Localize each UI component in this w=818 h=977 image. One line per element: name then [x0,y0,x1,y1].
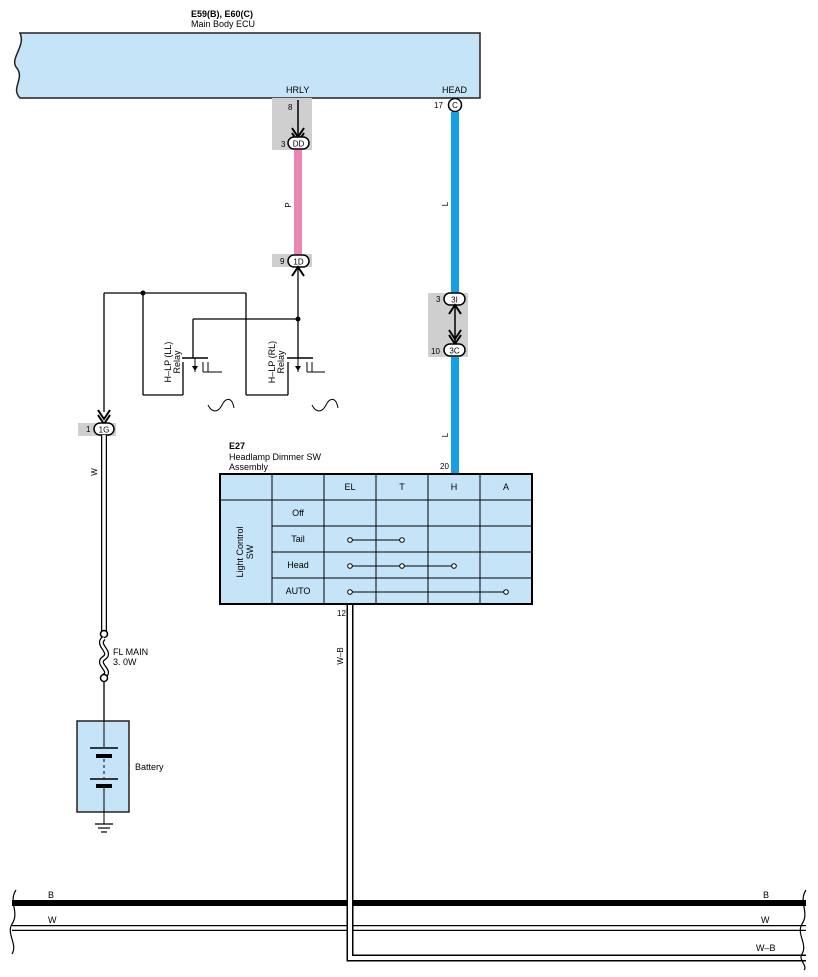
connector-1g-id: 1G [99,426,110,435]
ecu-pin-head: 17 [434,101,443,110]
fuse-name: FL MAIN [113,647,148,657]
continuity-head [347,563,457,569]
wire-wb [346,605,806,962]
switch-row-head: Head [287,560,309,570]
connector-3i-id: 3I [451,296,458,305]
fuse-rating: 3. 0W [113,657,137,667]
break-mark-left [9,889,17,955]
switch-pin-top: 20 [440,462,449,471]
continuity-auto [347,589,509,595]
switch-name: Headlamp Dimmer SW [229,452,322,462]
break-mark-right [799,889,807,971]
bus-label-b-right: B [763,890,769,900]
ecu-name: Main Body ECU [191,19,255,29]
wire-label-p: P [284,202,293,207]
switch-row-auto: AUTO [286,586,311,596]
battery-box [76,720,130,813]
connector-dd [287,136,310,150]
switch-row-off: Off [292,508,304,518]
connector-3c [443,343,466,357]
bus-label-w-left: W [48,915,57,925]
connector-head-id: C [452,101,458,110]
ecu-code: E59(B), E60(C) [191,9,253,19]
arrow-up-icon [448,303,462,315]
relay-ll-label-2: Relay [172,350,182,374]
bus-label-wb-right: W–B [756,943,776,953]
switch-row-tail: Tail [291,534,305,544]
relay-rl-label-2: Relay [276,350,286,374]
switch-name-2: Assembly [229,462,269,472]
connector-1d-pin: 9 [280,257,285,266]
continuity-tail [347,537,405,543]
connector-3c-pin: 10 [431,347,440,356]
bus-label-b-left: B [48,890,54,900]
switch-pin-bottom: 12 [337,609,346,618]
bus-label-w-right: W [761,915,770,925]
connector-3i-pin: 3 [436,295,441,304]
wire-label-w: W [90,468,99,476]
connector-dd-pin: 3 [281,140,286,149]
battery-label: Battery [135,762,164,772]
relay-rl-label: H–LP (RL) [267,341,277,383]
switch-side-label-2: SW [245,544,255,559]
switch-table [219,473,533,605]
relay-rl [287,357,339,412]
switch-side-label: Light Control [235,526,245,577]
connector-dd-id: DD [293,140,305,149]
wire-label-wb: W–B [336,647,345,664]
battery-icon [90,721,118,812]
ecu-pin-hrly: 8 [288,103,293,112]
switch-col-h: H [451,482,458,492]
ecu-box [13,32,481,99]
ecu-terminal-hrly: HRLY [286,85,309,95]
relay-ll [182,357,235,412]
ground-icon [95,812,113,833]
arrow-up-icon [291,265,305,277]
ecu-terminal-head: HEAD [442,85,468,95]
wire-label-l-upper: L [441,201,450,206]
connector-3c-id: 3C [449,347,459,356]
switch-col-a: A [503,482,509,492]
connector-1g-pin: 1 [86,425,91,434]
relay-ll-label: H–LP (LL) [163,342,173,383]
wire-label-l-lower: L [441,432,450,437]
switch-col-t: T [399,482,405,492]
connector-head [447,97,463,113]
fuse-icon [98,629,110,683]
switch-col-el: EL [344,482,355,492]
switch-code: E27 [229,441,245,451]
connector-1d-id: 1D [293,258,303,267]
arrow-down-icon [97,409,111,426]
